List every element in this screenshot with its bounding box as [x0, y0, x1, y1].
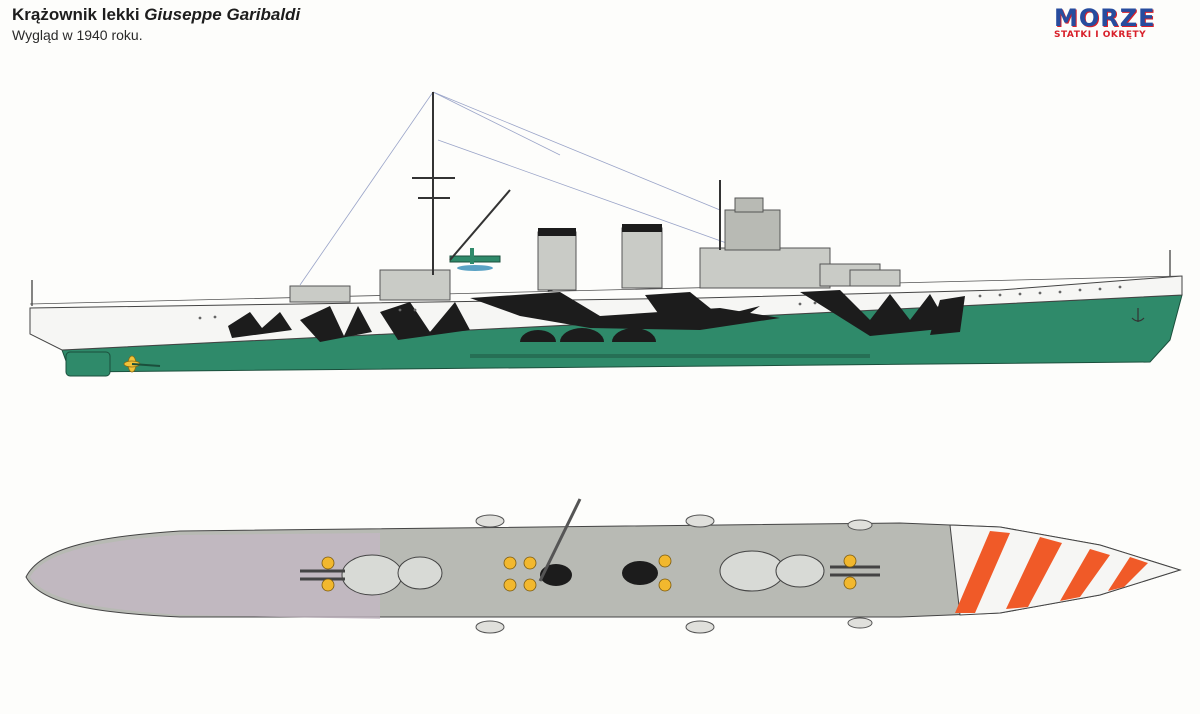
bow-white-section [949, 524, 1182, 616]
turret-icon [341, 550, 825, 596]
prop-shaft [131, 363, 161, 367]
publisher-logo: MORZE STATKI I OKRĘTY [1054, 6, 1166, 46]
portholes [198, 285, 1122, 320]
crane-arm-top [538, 498, 582, 582]
aft-deck-planking [30, 533, 380, 619]
fittings-yellow [321, 554, 857, 592]
fore-funnel-cap [622, 224, 662, 232]
fore-funnel [621, 227, 663, 289]
logo-main-text: MORZE [1054, 4, 1156, 32]
title-block: Krążownik lekki Giuseppe Garibaldi Wyglą… [12, 4, 300, 44]
logo-sub-text: STATKI I OKRĘTY [1054, 30, 1147, 40]
bridge-superstructure [699, 247, 831, 289]
aft-funnel-cap [538, 228, 576, 236]
main-mast [412, 92, 455, 275]
side-profile-view [29, 91, 1183, 377]
page-subtitle: Wygląd w 1940 roku. [12, 27, 143, 43]
gun-barrels [300, 565, 880, 581]
fore-turret-a [849, 269, 901, 287]
aft-funnel [537, 231, 577, 291]
aft-turret [289, 285, 351, 303]
page-title: Krążownik lekki Giuseppe Garibaldi [12, 4, 300, 26]
crane [449, 189, 511, 261]
top-plan-view [25, 498, 1182, 634]
anchor-icon [1131, 308, 1145, 322]
seaplane-icon [449, 248, 501, 271]
bridge-tower [724, 209, 781, 251]
title-prefix: Krążownik lekki [12, 5, 140, 24]
bilge-keel [470, 354, 870, 358]
bow-stripes [955, 531, 1148, 613]
rangefinder [734, 197, 764, 213]
rudder [65, 351, 111, 377]
aft-funnel-top [540, 564, 572, 586]
ship-name: Giuseppe Garibaldi [144, 5, 301, 24]
aft-superstructure [379, 269, 451, 301]
sponsons [475, 514, 873, 634]
fore-funnel-top [622, 561, 658, 585]
deck-rail [29, 275, 1183, 305]
